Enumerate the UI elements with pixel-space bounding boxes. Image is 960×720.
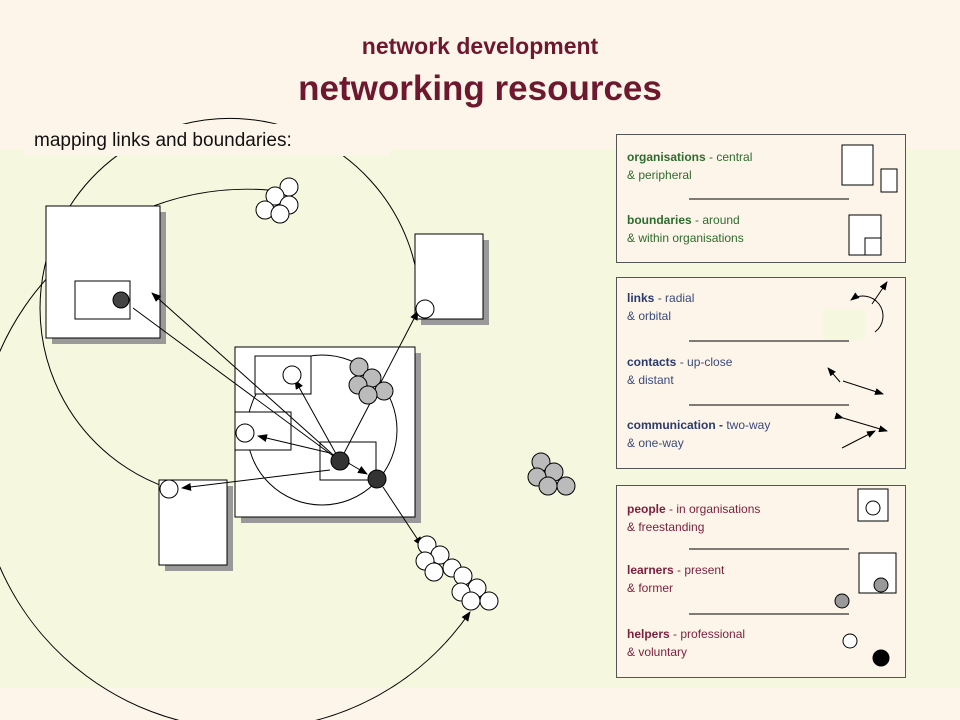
person-dark (112, 291, 130, 309)
link-arrow (132, 307, 350, 470)
radial-link-icon (871, 281, 888, 305)
boundary-within-icon (864, 237, 882, 256)
link-arrow (151, 292, 350, 470)
legend-communication: communication - two-way & one-way (627, 418, 771, 450)
two-way-icon (834, 412, 888, 433)
link-arrow (294, 379, 341, 462)
person-white (415, 299, 435, 319)
legend-panel-links: links - radial & orbital contacts - up-c… (616, 277, 906, 469)
legend-people: people - in organisations & freestanding (627, 502, 761, 534)
org-peripheral-icon (880, 168, 898, 193)
link-arrow (382, 486, 423, 547)
legend-icons-organisations (689, 144, 898, 256)
cluster-centre-grey (348, 357, 394, 405)
learner-present-icon (873, 577, 889, 593)
helper-professional-icon (842, 633, 858, 649)
diagram-subtitle: mapping links and boundaries: (24, 124, 390, 156)
legend-learners: learners - present & former (627, 563, 725, 595)
contact-up-close-icon (827, 367, 841, 383)
legend-contacts: contacts - up-close & distant (627, 355, 733, 387)
cluster-top (255, 177, 299, 224)
helper-voluntary-icon (872, 649, 890, 667)
orbital-link-icon (850, 292, 884, 333)
page-title-small: network development (361, 33, 599, 59)
person-dark (330, 451, 350, 471)
person-white (159, 479, 179, 499)
one-way-icon (841, 430, 876, 449)
person-white (282, 365, 302, 385)
contact-distant-icon (842, 380, 884, 395)
legend-icons-links (689, 281, 888, 449)
legend-boundaries: boundaries - around & within organisatio… (627, 213, 744, 245)
legend-links: links - radial & orbital (627, 291, 695, 323)
link-arrow (340, 455, 368, 475)
person-white (235, 423, 255, 443)
legend-panel-people: people - in organisations & freestanding… (616, 485, 906, 678)
person-in-organisation-icon (865, 500, 881, 516)
legend-icons-people (689, 488, 897, 667)
link-arrow (181, 469, 331, 491)
legend-helpers: helpers - professional & voluntary (627, 627, 746, 659)
cluster-bottom (415, 535, 499, 611)
person-dark (367, 469, 387, 489)
org-central-icon (841, 144, 874, 186)
map-swatch (823, 309, 865, 340)
organisation-central (234, 346, 421, 523)
organisation-top-left (45, 205, 166, 344)
page-title-large: networking resources (298, 69, 662, 108)
cluster-right-grey (527, 452, 576, 496)
legend-panel-organisations: organisations - central & peripheral bou… (616, 134, 906, 263)
link-arrow (257, 434, 331, 454)
learner-former-icon (834, 593, 850, 609)
legend-organisations: organisations - central & peripheral (627, 150, 753, 182)
